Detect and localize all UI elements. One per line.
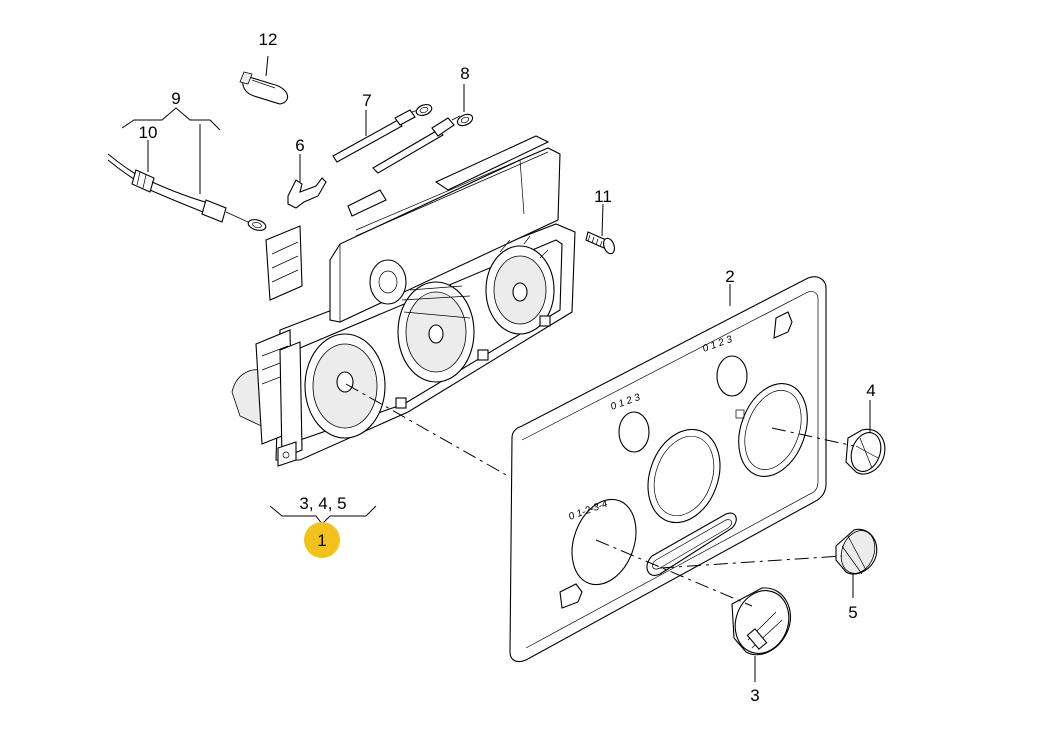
highlight-marker-part-1[interactable]: 1 bbox=[304, 522, 340, 558]
knob-part-4 bbox=[845, 428, 886, 475]
callout-9: 9 bbox=[171, 89, 180, 108]
cable-part-8 bbox=[372, 113, 474, 174]
knob-part-3 bbox=[731, 587, 792, 656]
callout-1: 1 bbox=[317, 531, 326, 550]
callout-group-3-4-5: 3, 4, 5 bbox=[299, 494, 346, 513]
callout-7: 7 bbox=[362, 91, 371, 110]
callout-6: 6 bbox=[295, 136, 304, 155]
leader-lines bbox=[121, 55, 871, 682]
cable-part-9-10 bbox=[107, 153, 267, 231]
screw-part-11 bbox=[585, 231, 615, 255]
faceplate-part-2: 0 1-2-3-4 0 1 2 3 0 1 2 3 bbox=[509, 276, 827, 663]
callout-11: 11 bbox=[594, 187, 612, 206]
clip-part-6 bbox=[287, 177, 327, 209]
callout-8: 8 bbox=[460, 64, 469, 83]
bulb-part-12 bbox=[239, 71, 289, 105]
callout-labels: 12 8 7 9 10 6 11 2 4 5 3 3, 4, 5 bbox=[139, 30, 876, 705]
callout-3: 3 bbox=[750, 686, 759, 705]
callout-4: 4 bbox=[866, 381, 875, 400]
callout-5: 5 bbox=[848, 603, 857, 622]
assembly-lines bbox=[345, 383, 855, 607]
control-housing bbox=[231, 135, 576, 467]
callout-10: 10 bbox=[139, 123, 158, 142]
rod-part-7 bbox=[332, 104, 433, 163]
callout-2: 2 bbox=[725, 267, 734, 286]
knob-part-5 bbox=[835, 528, 878, 575]
callout-12: 12 bbox=[259, 30, 278, 49]
